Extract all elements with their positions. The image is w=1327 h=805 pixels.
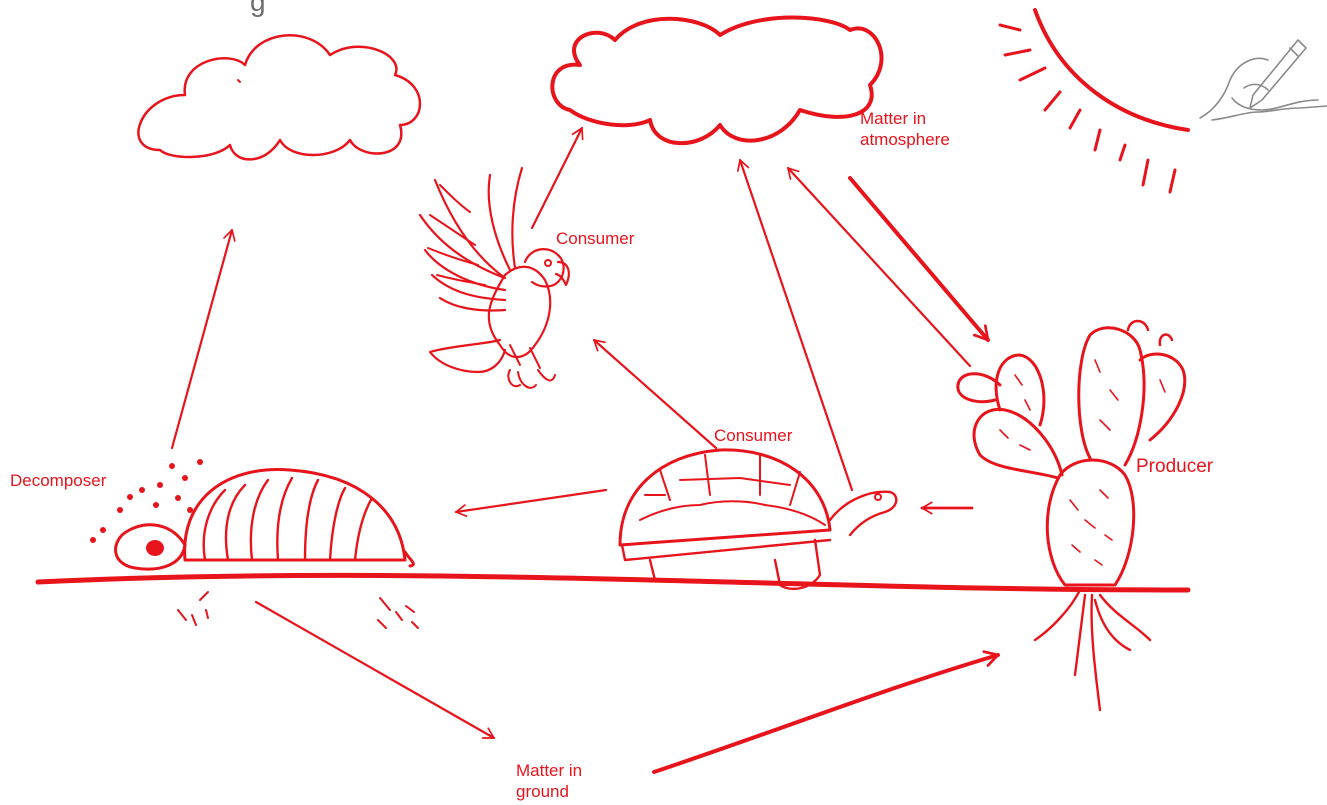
- sun-icon: [1000, 10, 1188, 192]
- arrow-tortoise-to-bird: [594, 340, 716, 448]
- tortoise-icon: [620, 450, 896, 589]
- label-consumer-bird: Consumer: [556, 228, 634, 249]
- label-consumer-tortoise: Consumer: [714, 425, 792, 446]
- top-cloud-icon: [552, 18, 881, 144]
- arrow-cactus-to-atmosphere: [788, 168, 970, 366]
- label-producer: Producer: [1136, 456, 1213, 477]
- header-fragment: g: [250, 0, 266, 18]
- decomposer-particles: [90, 459, 418, 628]
- arrow-tortoise-to-decomposer: [456, 490, 606, 512]
- pencil-hand-icon: [1200, 40, 1327, 120]
- label-decomposer: Decomposer: [10, 470, 106, 491]
- arrow-decomposer-to-ground: [256, 602, 494, 738]
- arrow-bird-to-atmosphere: [532, 128, 582, 228]
- arrow-ground-to-cactus: [654, 655, 998, 772]
- cactus-icon: [958, 321, 1185, 710]
- flow-arrows: [172, 128, 998, 772]
- left-cloud-icon: [138, 35, 420, 159]
- arrow-decomposer-to-cloud: [172, 230, 232, 448]
- label-matter-atmosphere: Matter in atmosphere: [860, 108, 950, 150]
- ground-line: [38, 575, 1188, 590]
- label-matter-ground: Matter in ground: [516, 760, 582, 802]
